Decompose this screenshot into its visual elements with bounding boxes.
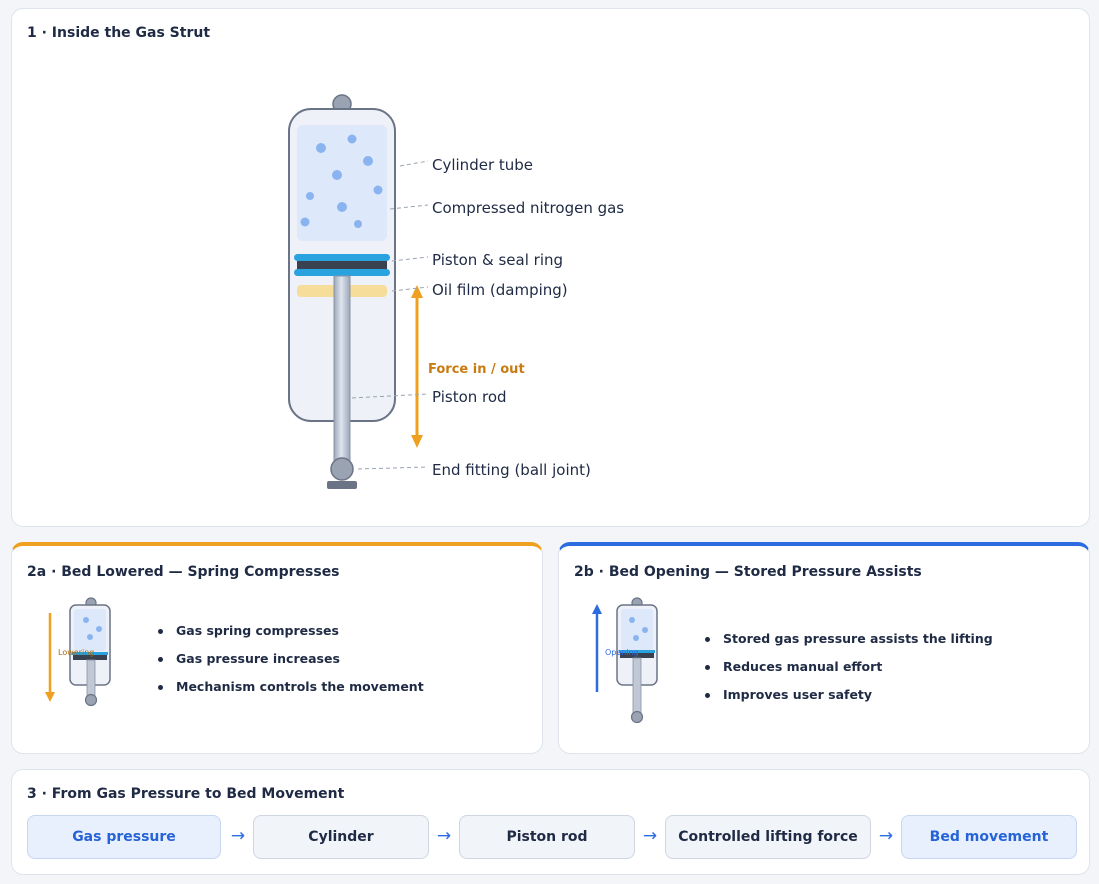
- flow-step-bed-movement: Bed movement: [901, 815, 1077, 859]
- flow-step-gas-pressure: Gas pressure: [27, 815, 221, 859]
- list-item: Gas pressure increases: [158, 645, 424, 673]
- gas-strut-diagram: Cylinder tube Compressed nitrogen gas Pi…: [288, 94, 624, 489]
- panel-title: 2b · Bed Opening — Stored Pressure Assis…: [574, 564, 922, 580]
- mini-label-opening: Opening: [605, 648, 639, 657]
- leader-lines: [351, 160, 429, 470]
- piston-seal-ring-top: [294, 254, 390, 261]
- flow-step-lifting-force: Controlled lifting force: [665, 815, 871, 859]
- end-ball-fitting: [330, 457, 354, 481]
- piston-body: [297, 261, 387, 270]
- lowering-bullet-list: Gas spring compresses Gas pressure incre…: [158, 617, 424, 701]
- flow-step-piston-rod: Piston rod: [459, 815, 635, 859]
- piston-seal-ring-bottom: [294, 269, 390, 276]
- list-item: Gas spring compresses: [158, 617, 424, 645]
- mini-strut-opening: Opening: [592, 597, 658, 724]
- panel-title: 1 · Inside the Gas Strut: [27, 25, 211, 41]
- label-piston-rod: Piston rod: [432, 388, 507, 406]
- panel-title: 3 · From Gas Pressure to Bed Movement: [27, 786, 345, 802]
- label-piston-seal: Piston & seal ring: [432, 251, 563, 269]
- opening-bullet-list: Stored gas pressure assists the lifting …: [705, 625, 993, 709]
- mini-label-lowering: Lowering: [58, 648, 94, 657]
- mini-strut-lowering: Lowering: [45, 597, 111, 707]
- panel-title: 2a · Bed Lowered — Spring Compresses: [27, 564, 340, 580]
- down-arrow-icon: [45, 692, 55, 702]
- force-arrow: [411, 285, 423, 448]
- gas-chamber: [297, 125, 387, 241]
- gas-molecules: [300, 134, 383, 228]
- label-end-fitting: End fitting (ball joint): [432, 461, 591, 479]
- arrow-right-icon: →: [436, 826, 452, 846]
- end-mount-plate: [327, 481, 357, 489]
- list-item: Stored gas pressure assists the lifting: [705, 625, 993, 653]
- flow-step-cylinder: Cylinder: [253, 815, 429, 859]
- label-gas: Compressed nitrogen gas: [432, 199, 624, 217]
- flow-panel: 3 · From Gas Pressure to Bed Movement Ga…: [11, 769, 1090, 875]
- strut-anatomy-panel: 1 · Inside the Gas Strut: [11, 8, 1090, 527]
- arrow-right-icon: →: [642, 826, 658, 846]
- piston-rod: [333, 275, 351, 467]
- list-item: Mechanism controls the movement: [158, 673, 424, 701]
- list-item: Improves user safety: [705, 681, 993, 709]
- up-arrow-icon: [592, 604, 602, 614]
- list-item: Reduces manual effort: [705, 653, 993, 681]
- label-oil-film: Oil film (damping): [432, 281, 568, 299]
- arrow-right-icon: →: [878, 826, 894, 846]
- bed-opening-panel: 2b · Bed Opening — Stored Pressure Assis…: [558, 542, 1090, 754]
- bed-lowered-panel: 2a · Bed Lowered — Spring Compresses Low…: [11, 542, 543, 754]
- label-force: Force in / out: [428, 362, 525, 377]
- label-cylinder-tube: Cylinder tube: [432, 156, 533, 174]
- arrow-right-icon: →: [230, 826, 246, 846]
